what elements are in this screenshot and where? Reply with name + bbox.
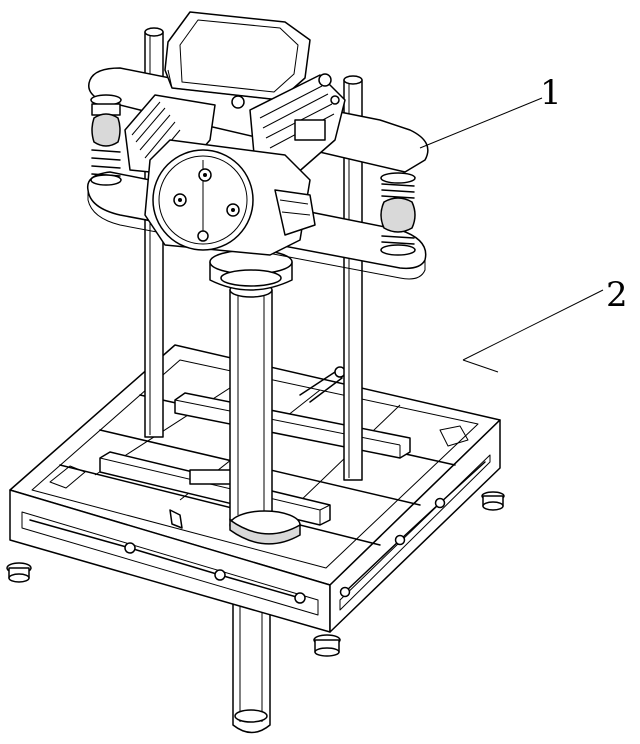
left-damper	[90, 94, 122, 186]
lower-shaft	[232, 599, 271, 734]
right-damper	[380, 172, 416, 256]
engine-block	[124, 11, 346, 256]
callout-label-2: 2	[606, 275, 628, 315]
base-feet	[6, 491, 505, 657]
central-shaft	[209, 249, 301, 545]
arrow-2	[462, 289, 604, 373]
callout-label-1: 1	[540, 73, 562, 113]
leader-line-1	[419, 97, 543, 149]
